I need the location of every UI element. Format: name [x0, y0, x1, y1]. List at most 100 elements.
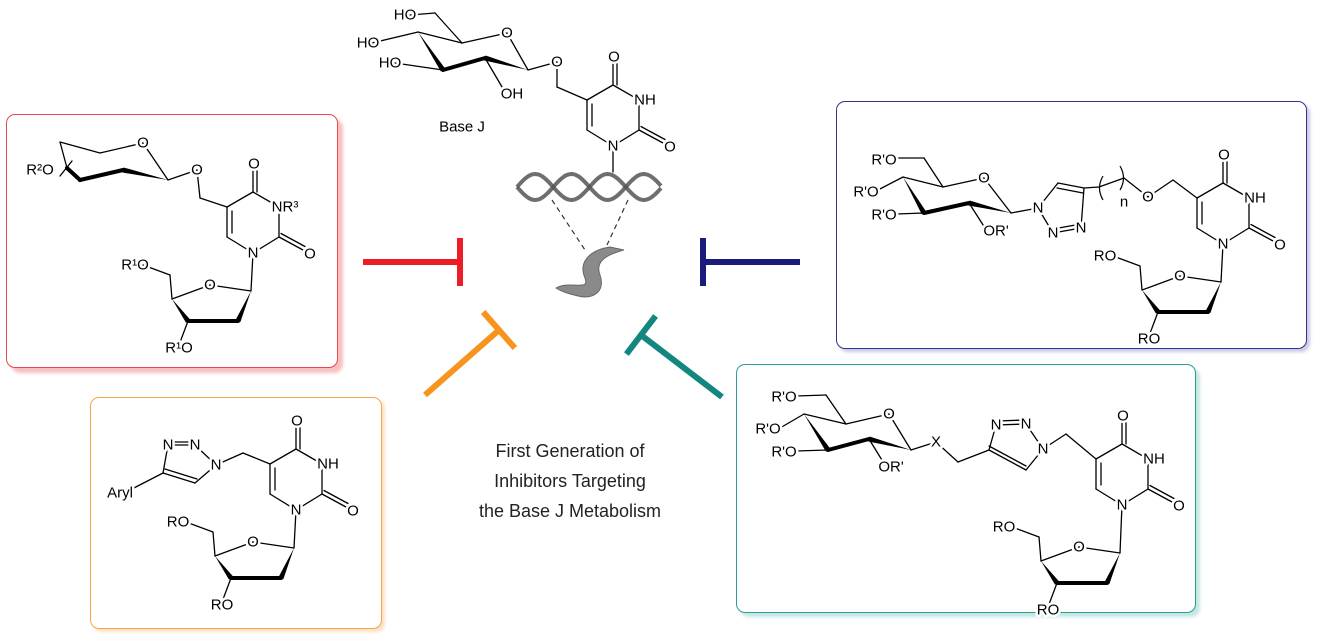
bond	[252, 541, 295, 549]
bond	[323, 489, 349, 505]
wedge-bond	[278, 548, 294, 580]
bond	[215, 452, 244, 466]
hydroxyl-3-label: RO	[1138, 331, 1161, 348]
bond	[935, 441, 959, 463]
bond	[1095, 443, 1123, 460]
base-j-title: Base J	[439, 119, 485, 136]
bond	[295, 448, 323, 465]
bond	[1123, 177, 1149, 198]
ring-oxygen-label: O	[883, 406, 895, 423]
bond	[169, 274, 173, 300]
bond	[209, 284, 252, 292]
bond	[142, 142, 169, 181]
bond	[394, 62, 444, 71]
carbonyl-oxygen-label: O	[664, 139, 676, 156]
bond	[779, 413, 805, 429]
bond	[922, 201, 971, 215]
bond	[1220, 243, 1224, 283]
bond	[99, 142, 144, 154]
ring-oxygen-label: O	[978, 170, 990, 187]
bond	[1083, 186, 1100, 189]
bond	[1139, 265, 1143, 291]
triazole-n-label: N	[163, 437, 174, 454]
wedge-bond	[1142, 290, 1161, 314]
bond	[1196, 182, 1224, 199]
bond	[295, 493, 323, 511]
hydroxyl-label: OH	[501, 86, 524, 103]
n1-label: N	[608, 138, 619, 155]
bond	[983, 177, 1012, 214]
bond	[895, 212, 925, 215]
bond	[1098, 177, 1125, 188]
bond	[845, 413, 890, 425]
inhibition-line	[639, 332, 724, 400]
bond	[409, 12, 436, 16]
bond	[888, 413, 912, 451]
n3-label: NH	[634, 92, 656, 109]
bond	[194, 464, 217, 484]
hydroxyl-5-label: RO	[167, 514, 190, 531]
r2o-label: R²O	[26, 162, 54, 179]
caption: First Generation of Inhibitors Targeting…	[440, 436, 700, 526]
acyl-oxygen-label: R'O	[853, 184, 878, 201]
inhibitor-class-navy-box	[836, 101, 1307, 349]
bond	[221, 577, 232, 603]
hydroxyl-label: HO	[357, 35, 380, 52]
ether-oxygen-label: O	[1142, 189, 1154, 206]
bond	[942, 177, 985, 188]
bond	[527, 61, 558, 71]
bond	[214, 541, 254, 557]
ether-oxygen-label: O	[551, 54, 563, 71]
bond	[164, 468, 198, 480]
bond	[586, 84, 614, 101]
wedge-bond	[968, 200, 1011, 213]
bond	[1065, 433, 1097, 460]
triazole-n-label: N	[1033, 200, 1044, 217]
bond	[434, 12, 463, 44]
bond	[877, 176, 904, 191]
bond	[1056, 187, 1084, 194]
ring-oxygen-label: O	[1073, 539, 1085, 556]
acyl-oxygen-label: R'O	[871, 207, 896, 224]
hydroxyl-label: HO	[394, 7, 417, 24]
triazole-n-label: N	[190, 437, 201, 454]
bond	[441, 56, 487, 72]
wedge-bond	[122, 167, 168, 180]
red-inhibition-icon	[363, 238, 463, 286]
hydroxyl-label: HO	[379, 55, 402, 72]
bond	[278, 236, 304, 251]
bond	[586, 129, 614, 147]
ring-oxygen-label: O	[501, 25, 513, 42]
wedge-bond	[1104, 553, 1120, 585]
hydroxyl-5-label: RO	[993, 519, 1016, 536]
n3-label: NH	[1244, 190, 1266, 207]
hydroxyl-3-label: R¹O	[165, 340, 193, 357]
inhibitor-class-teal-box	[736, 364, 1196, 613]
wedge-bond	[804, 414, 831, 452]
bond	[988, 445, 1027, 467]
bond	[902, 176, 944, 188]
bond	[988, 424, 997, 451]
bond	[1248, 227, 1274, 242]
bond	[1052, 227, 1082, 234]
bond	[1196, 227, 1224, 245]
acyl-oxygen-label: OR'	[878, 459, 904, 476]
carbonyl-oxygen-label: O	[1218, 147, 1230, 164]
bond	[293, 509, 297, 549]
carbonyl-oxygen-label: O	[248, 156, 260, 173]
hydroxyl-5-label: R¹O	[121, 257, 149, 274]
bond	[59, 141, 68, 169]
bond	[226, 191, 254, 208]
bond	[1010, 207, 1039, 214]
wedge-bond	[235, 291, 251, 323]
carbonyl-oxygen-label: O	[608, 49, 620, 66]
bond	[868, 438, 886, 466]
bond	[910, 441, 937, 451]
bond	[1112, 255, 1141, 267]
bond	[59, 160, 73, 177]
bond	[1148, 311, 1159, 337]
bond	[199, 197, 228, 208]
bond	[185, 521, 214, 533]
acyl-oxygen-label: OR'	[983, 223, 1009, 240]
